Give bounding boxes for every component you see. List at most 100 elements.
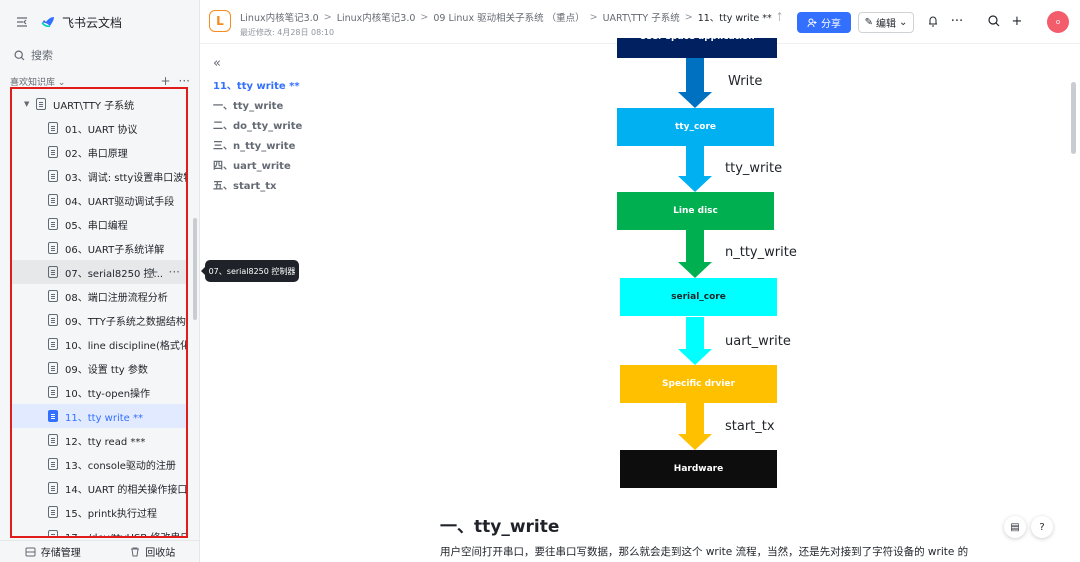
- doc-icon: [48, 290, 58, 302]
- flow-box: Line disc: [617, 192, 774, 230]
- breadcrumb-item[interactable]: UART\TTY 子系统: [602, 13, 680, 24]
- tree-node-label: 12、tty read ***: [65, 436, 146, 448]
- tree-node[interactable]: 12、tty read ***: [10, 428, 188, 452]
- tree-node[interactable]: 09、TTY子系统之数据结构关...: [10, 308, 188, 332]
- outline-item[interactable]: 二、do_tty_write: [213, 121, 303, 132]
- tree-node-label: 02、串口原理: [65, 148, 128, 160]
- chevron-down-icon: ⌄: [899, 17, 908, 28]
- tree-node[interactable]: 01、UART 协议: [10, 116, 188, 140]
- diagram-arrows: [678, 58, 712, 450]
- tree-node[interactable]: 15、printk执行过程: [10, 500, 188, 524]
- share-label: 分享: [821, 19, 841, 30]
- add-icon[interactable]: +: [160, 74, 171, 88]
- trash-button[interactable]: 回收站: [130, 544, 175, 559]
- collapse-outline-icon[interactable]: «: [213, 56, 221, 71]
- tree-node[interactable]: 02、串口原理: [10, 140, 188, 164]
- bell-icon[interactable]: [926, 14, 940, 28]
- tree-node[interactable]: 08、端口注册流程分析: [10, 284, 188, 308]
- doc-icon: [48, 146, 58, 158]
- breadcrumb-item[interactable]: Linux内核笔记3.0: [336, 13, 416, 24]
- tree-node[interactable]: 10、line discipline(格式化): [10, 332, 188, 356]
- pencil-icon: ✎: [864, 17, 873, 28]
- share-button[interactable]: 分享: [797, 12, 851, 33]
- tree-node-label: 13、console驱动的注册: [65, 460, 176, 472]
- search-icon: [14, 49, 25, 60]
- outline-item[interactable]: 五、start_tx: [213, 181, 277, 192]
- tree-node-label: 17、/dev/ttyUSB 修改串口名...: [65, 532, 188, 539]
- knowledge-base-header: 喜欢知识库 ⌄ + ···: [10, 74, 190, 88]
- flow-box: Hardware: [620, 450, 777, 488]
- search-icon[interactable]: [987, 14, 1001, 28]
- tree-node[interactable]: 09、设置 tty 参数: [10, 356, 188, 380]
- breadcrumb: Linux内核笔记3.0 > Linux内核笔记3.0 > 09 Linux 驱…: [240, 10, 783, 25]
- breadcrumb-item[interactable]: 09 Linux 驱动相关子系统 （重点）: [433, 13, 585, 24]
- tree-node-label: UART\TTY 子系统: [53, 100, 135, 112]
- tree-node[interactable]: 14、UART 的相关操作接口: [10, 476, 188, 500]
- tree-node-label: 08、端口注册流程分析: [65, 292, 168, 304]
- outline-item[interactable]: 一、tty_write: [213, 101, 284, 112]
- edit-button[interactable]: ✎ 编辑 ⌄: [858, 12, 914, 33]
- more-icon[interactable]: ···: [178, 74, 190, 88]
- doc-assistant-icon[interactable]: ▤: [1004, 516, 1026, 538]
- flow-box-label: Line disc: [673, 206, 718, 216]
- user-add-icon: [807, 18, 817, 27]
- flow-box: serial_core: [620, 278, 777, 316]
- flow-arrow-label: tty_write: [725, 161, 783, 176]
- doc-tree: ▼ UART\TTY 子系统 01、UART 协议 02、串口原理 03、调试: s…: [10, 88, 188, 538]
- breadcrumb-item[interactable]: Linux内核笔记3.0: [240, 13, 319, 24]
- tree-node[interactable]: 03、调试: stty设置串口波特...: [10, 164, 188, 188]
- doc-icon: [48, 458, 58, 470]
- outline-item[interactable]: 11、tty write **: [213, 81, 300, 92]
- tree-node[interactable]: 05、串口编程: [10, 212, 188, 236]
- tree-node[interactable]: 13、console驱动的注册: [10, 452, 188, 476]
- add-icon[interactable]: +: [1011, 13, 1023, 29]
- sidebar-footer: 存储管理 回收站: [0, 540, 200, 562]
- help-icon[interactable]: ?: [1031, 516, 1053, 538]
- breadcrumb-separator: >: [323, 11, 332, 23]
- flow-arrow-label: uart_write: [725, 334, 791, 349]
- doc-icon: [48, 266, 58, 278]
- flow-arrow: [678, 403, 712, 450]
- storage-icon: [25, 547, 36, 556]
- storage-label: 存储管理: [40, 548, 81, 559]
- more-icon[interactable]: ···: [950, 13, 964, 29]
- brand[interactable]: 飞书云文档: [40, 14, 122, 31]
- flow-arrow: [678, 230, 712, 278]
- outline-item[interactable]: 三、n_tty_write: [213, 141, 296, 152]
- kb-label: 喜欢知识库: [10, 77, 56, 88]
- tree-node-label: 05、串口编程: [65, 220, 128, 232]
- more-icon[interactable]: ···: [168, 265, 180, 279]
- breadcrumb-separator: >: [684, 11, 693, 23]
- tree-node[interactable]: 04、UART驱动调试手段: [10, 188, 188, 212]
- sidebar-scrollbar[interactable]: [193, 218, 197, 320]
- flow-box: tty_core: [617, 108, 774, 146]
- pin-icon[interactable]: ᛏ: [776, 11, 783, 23]
- trash-label: 回收站: [145, 548, 176, 559]
- tree-node-label: 03、调试: stty设置串口波特...: [65, 172, 188, 184]
- sidebar: 飞书云文档 搜索 喜欢知识库 ⌄ + ··· ▼ UART\TTY 子系统 01…: [0, 0, 200, 562]
- document-scrollbar[interactable]: [1071, 82, 1076, 154]
- flow-arrow: [678, 58, 712, 108]
- kb-selector[interactable]: 喜欢知识库 ⌄: [10, 75, 65, 88]
- kb-logo[interactable]: L: [209, 10, 231, 32]
- avatar[interactable]: o: [1047, 11, 1069, 33]
- search-input[interactable]: 搜索: [6, 44, 194, 66]
- outline-item[interactable]: 四、uart_write: [213, 161, 291, 172]
- caret-down-icon[interactable]: ▼: [24, 100, 30, 108]
- doc-icon: [48, 506, 58, 518]
- tree-node[interactable]: 10、tty-open操作: [10, 380, 188, 404]
- tree-node-parent[interactable]: ▼ UART\TTY 子系统: [10, 92, 188, 116]
- collapse-sidebar-icon[interactable]: [14, 14, 30, 30]
- tree-node[interactable]: 06、UART子系统详解: [10, 236, 188, 260]
- sidebar-header: 飞书云文档: [0, 0, 200, 44]
- tree-node-label: 04、UART驱动调试手段: [65, 196, 175, 208]
- tree-node[interactable]: 11、tty write **: [10, 404, 188, 428]
- storage-button[interactable]: 存储管理: [25, 544, 81, 559]
- doc-icon: [48, 410, 58, 422]
- add-icon[interactable]: +: [148, 265, 159, 279]
- tree-node[interactable]: 17、/dev/ttyUSB 修改串口名...: [10, 524, 188, 538]
- doc-icon: [48, 530, 58, 538]
- tree-node[interactable]: 07、serial8250 控...+···: [10, 260, 188, 284]
- section-heading: 一、tty_write: [440, 517, 560, 537]
